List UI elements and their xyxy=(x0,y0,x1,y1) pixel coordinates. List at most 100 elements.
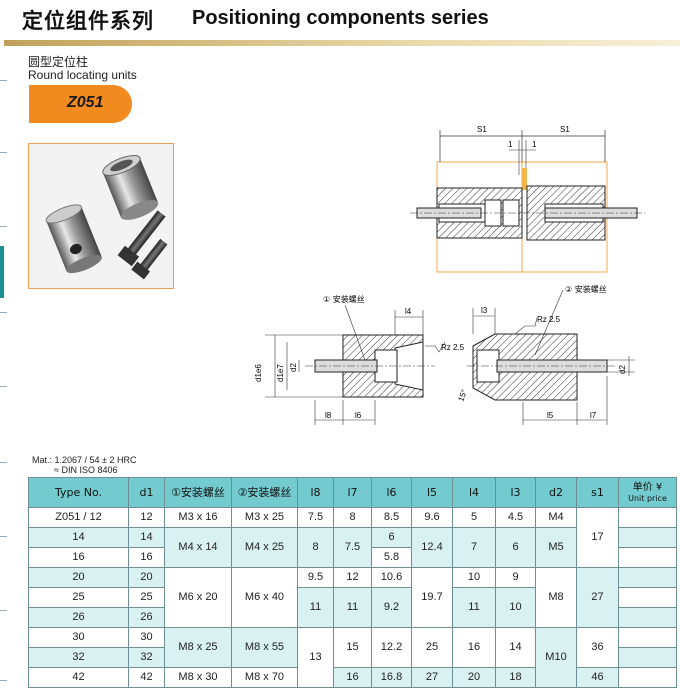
col-l3: l3 xyxy=(495,477,536,508)
cell-l6: 12.2 xyxy=(371,627,412,668)
cell-l4: 10 xyxy=(452,567,496,588)
cell-d1: 26 xyxy=(128,607,165,628)
col-d2: d2 xyxy=(535,477,577,508)
cell-price[interactable] xyxy=(618,547,677,568)
cell-l3: 14 xyxy=(495,627,536,668)
col-screw1: ①安装螺丝 xyxy=(164,477,232,508)
technical-drawing: S1 S1 1 1 ① 安装螺丝 d1e6 d1e7 d2 xyxy=(254,125,645,425)
cell-type: 32 xyxy=(28,647,129,668)
cell-price[interactable] xyxy=(618,507,677,528)
product-photo xyxy=(28,143,174,289)
label-screw1: ① 安装螺丝 xyxy=(323,294,365,304)
cell-l7: 15 xyxy=(333,627,372,668)
dim-gap-left: 1 xyxy=(508,140,513,149)
cell-l4: 11 xyxy=(452,587,496,628)
cell-type: 42 xyxy=(28,667,129,688)
cell-l7: 8 xyxy=(333,507,372,528)
cell-d1: 20 xyxy=(128,567,165,588)
table-row: 16 16 5.8 xyxy=(28,547,677,568)
cell-price[interactable] xyxy=(618,627,677,648)
table-row: 26 26 xyxy=(28,607,677,628)
assembly-view: S1 S1 1 1 xyxy=(410,125,645,273)
cell-d1: 16 xyxy=(128,547,165,568)
spec-table: Type No. d1 ①安装螺丝 ②安装螺丝 l8 l7 l6 l5 l4 l… xyxy=(28,477,677,688)
col-unit-price-cn: 单价 ¥ xyxy=(632,481,663,493)
cell-l4: 16 xyxy=(452,627,496,668)
part-view-1: ① 安装螺丝 d1e6 d1e7 d2 l4 Rz 2.5 l8 l6 xyxy=(254,294,465,425)
cell-l6: 16.8 xyxy=(371,667,412,688)
page-header: 定位组件系列 Positioning components series xyxy=(0,0,680,46)
cell-l3: 9 xyxy=(495,567,536,588)
dim-l4: l4 xyxy=(405,307,412,316)
cell-type: 26 xyxy=(28,607,129,628)
cell-d1: 25 xyxy=(128,587,165,608)
cell-l8: 11 xyxy=(297,587,334,628)
cell-d1: 14 xyxy=(128,527,165,548)
col-d1: d1 xyxy=(128,477,165,508)
cell-s1: 46 xyxy=(576,667,619,688)
cell-d1: 42 xyxy=(128,667,165,688)
cell-l3: 18 xyxy=(495,667,536,688)
cell-price[interactable] xyxy=(618,587,677,608)
locating-units-image xyxy=(45,155,168,280)
table-row: 14 14 M4 x 14 M4 x 25 8 7.5 6 12.4 7 6 M… xyxy=(28,527,677,568)
cell-price[interactable] xyxy=(618,607,677,628)
col-l8: l8 xyxy=(297,477,334,508)
cell-screw2: M8 x 55 xyxy=(231,627,298,668)
cell-l5: 9.6 xyxy=(411,507,453,528)
cell-price[interactable] xyxy=(618,567,677,588)
table-header-row: Type No. d1 ①安装螺丝 ②安装螺丝 l8 l7 l6 l5 l4 l… xyxy=(28,477,677,508)
col-unit-price-en: Unit price xyxy=(628,493,667,503)
cell-d2: M5 xyxy=(535,527,577,568)
col-l7: l7 xyxy=(333,477,372,508)
rz-right: Rz 2.5 xyxy=(537,315,561,324)
dim-l7: l7 xyxy=(590,411,597,420)
cell-screw2: M6 x 40 xyxy=(231,567,298,628)
col-unit-price: 单价 ¥ Unit price xyxy=(618,477,677,508)
cell-l8: 13 xyxy=(297,627,334,688)
cell-price[interactable] xyxy=(618,527,677,548)
cell-price[interactable] xyxy=(618,647,677,668)
cell-l6: 9.2 xyxy=(371,587,412,628)
col-s1: s1 xyxy=(576,477,619,508)
cell-l5: 27 xyxy=(411,667,453,688)
cell-screw2: M3 x 25 xyxy=(231,507,298,528)
cell-screw1: M6 x 20 xyxy=(164,567,232,628)
cell-s1: 17 xyxy=(576,507,619,568)
cell-l6: 8.5 xyxy=(371,507,412,528)
cell-l8: 9.5 xyxy=(297,567,334,588)
cell-l6: 5.8 xyxy=(371,547,412,568)
cell-l7: 16 xyxy=(333,667,372,688)
table-row: 25 25 11 11 9.2 11 10 xyxy=(28,587,677,628)
col-l5: l5 xyxy=(411,477,453,508)
cell-l3: 10 xyxy=(495,587,536,628)
col-l4: l4 xyxy=(452,477,496,508)
cell-l8: 8 xyxy=(297,527,334,568)
cell-type: 14 xyxy=(28,527,129,548)
cell-l7: 11 xyxy=(333,587,372,628)
cell-s1: 36 xyxy=(576,627,619,668)
col-l6: l6 xyxy=(371,477,412,508)
page-title-en: Positioning components series xyxy=(192,7,489,29)
section-marker xyxy=(0,246,4,298)
cell-l7: 12 xyxy=(333,567,372,588)
header-divider xyxy=(4,40,680,46)
cell-l4: 20 xyxy=(452,667,496,688)
cell-type: Z051 / 12 xyxy=(28,507,129,528)
cell-screw2: M8 x 70 xyxy=(231,667,298,688)
material-note: Mat.: 1.2067 / 54 ± 2 HRC ≈ DIN ISO 8406 xyxy=(32,455,137,475)
dim-d1e7: d1e7 xyxy=(276,364,285,382)
cell-l6: 10.6 xyxy=(371,567,412,588)
cell-d1: 30 xyxy=(128,627,165,648)
rz-left: Rz 2.5 xyxy=(441,343,465,352)
margin-ticks xyxy=(0,50,8,690)
part-view-2: ② 安装螺丝 l3 Rz 2.5 d2 15° l5 l7 xyxy=(456,284,635,425)
cell-l6: 6 xyxy=(371,527,412,548)
dim-l5: l5 xyxy=(547,411,554,420)
cell-l3: 4.5 xyxy=(495,507,536,528)
dim-l3: l3 xyxy=(481,306,488,315)
col-type: Type No. xyxy=(28,477,129,508)
cell-price[interactable] xyxy=(618,667,677,688)
cell-d2: M4 xyxy=(535,507,577,528)
dim-s1-left: S1 xyxy=(477,125,487,134)
